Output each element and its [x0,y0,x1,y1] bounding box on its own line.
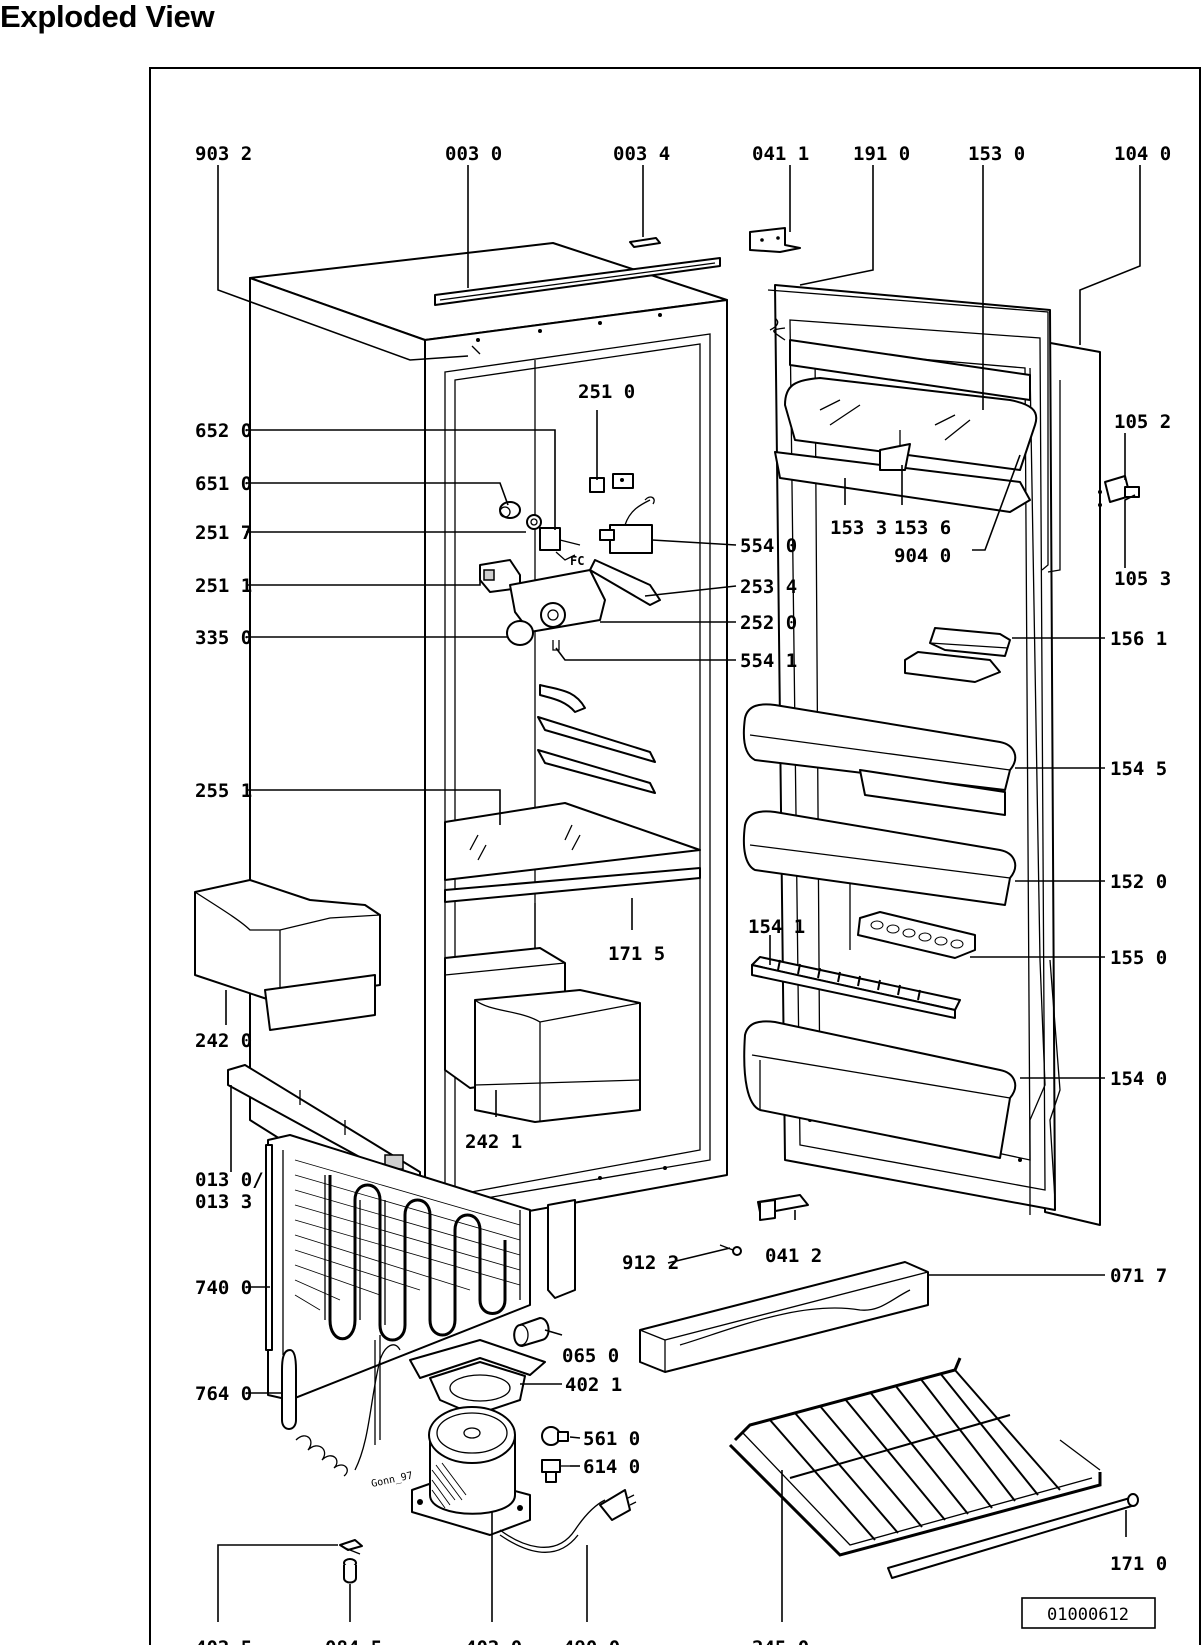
overload-protector [541,1459,570,1483]
part-label: 003 4 [613,143,670,165]
part-label: 154 1 [748,916,805,938]
compressor [411,1406,531,1536]
part-label: 153 6 [894,517,951,539]
top-rail [434,257,721,306]
part-label: 071 7 [1110,1265,1167,1287]
part-label: 191 0 [853,143,910,165]
part-label: 152 0 [1110,871,1167,893]
part-label: 253 4 [740,576,797,598]
diagram-frame [149,67,1201,1645]
part-label: 335 0 [195,627,252,649]
starter-relay [541,1426,569,1446]
part-label: 105 3 [1114,568,1171,590]
part-label: 171 5 [608,943,665,965]
part-label: 242 0 [195,1030,252,1052]
part-label: 561 0 [583,1428,640,1450]
part-label: 402 1 [565,1374,622,1396]
door-shelf-154-5 [742,703,1017,816]
shelf-supports [537,684,656,794]
crisper-drawer-242-0 [194,879,381,1031]
part-label: 614 0 [583,1456,640,1478]
clip-402-5 [339,1539,363,1555]
part-label: 652 0 [195,420,252,442]
part-label: 242 1 [465,1131,522,1153]
drawing-number-box: 01000612 [1021,1597,1156,1629]
leader-lines [217,165,1141,1622]
part-label: 013 0/ [195,1169,264,1191]
part-label: 013 3 [195,1191,252,1213]
bottom-hinge [757,1194,809,1221]
part-label: 251 0 [578,381,635,403]
part-label: 490 0 [563,1637,620,1645]
part-label: 171 0 [1110,1553,1167,1575]
part-label: 154 0 [1110,1068,1167,1090]
part-label: 903 2 [195,143,252,165]
part-label: 740 0 [195,1277,252,1299]
foot-084-5 [343,1558,357,1584]
part-label: 154 5 [1110,758,1167,780]
part-label: 153 0 [968,143,1025,165]
shelf-trim-171-0 [887,1493,1139,1579]
part-label: 554 1 [740,650,797,672]
part-label: 912 2 [622,1252,679,1274]
rubber-grommet [513,1317,550,1347]
part-label: 402 0 [465,1637,522,1645]
part-label: 255 1 [195,780,252,802]
glass-shelf [444,802,701,960]
part-label: 155 0 [1110,947,1167,969]
door-hinge [1098,475,1140,507]
part-labels: 903 2 003 0 003 4 041 1 191 0 153 0 104 … [195,143,1171,1645]
part-label: 156 1 [1110,628,1167,650]
part-label: 245 0 [752,1637,809,1645]
door-shelf-152-0 [742,810,1017,906]
condenser [267,1134,576,1401]
part-label: 084 5 [325,1637,382,1645]
part-label: 251 7 [195,522,252,544]
part-label: 554 0 [740,535,797,557]
part-label: 104 0 [1114,143,1171,165]
top-hinge [749,227,801,253]
compressor-bracket [409,1339,546,1416]
drier-filter [281,1335,401,1477]
crisper-drawer-242-1 [474,989,641,1123]
part-label: 105 2 [1114,411,1171,433]
part-label: 651 0 [195,473,252,495]
part-label: 252 0 [740,612,797,634]
tube-740 [265,1144,284,1355]
stamp-text: Gonn_97 [370,1470,414,1490]
power-cord [499,1489,637,1553]
part-label: 003 0 [445,143,502,165]
part-label: 041 2 [765,1245,822,1267]
hinge-cover [629,237,661,248]
part-label: 402 5 [195,1637,252,1645]
egg-tray [857,911,976,959]
wire-shelf [728,1357,1102,1557]
door-shelf-154-0 [743,1020,1017,1159]
part-label: 764 0 [195,1383,252,1405]
svg-text:FC: FC [570,554,584,568]
part-label: 041 1 [752,143,809,165]
butter-dish [904,627,1011,683]
part-label: 153 3 [830,517,887,539]
screw-912-2 [719,1244,742,1256]
bottle-retainer [751,956,961,1019]
part-label: 065 0 [562,1345,619,1367]
page-title: Exploded View [0,0,215,34]
thermostat-assembly: FC [479,473,661,651]
part-label: 904 0 [894,545,951,567]
screw [471,345,481,355]
part-label: 251 1 [195,575,252,597]
drawing-number: 01000612 [1047,1605,1129,1625]
plinth-grille [639,1261,929,1373]
